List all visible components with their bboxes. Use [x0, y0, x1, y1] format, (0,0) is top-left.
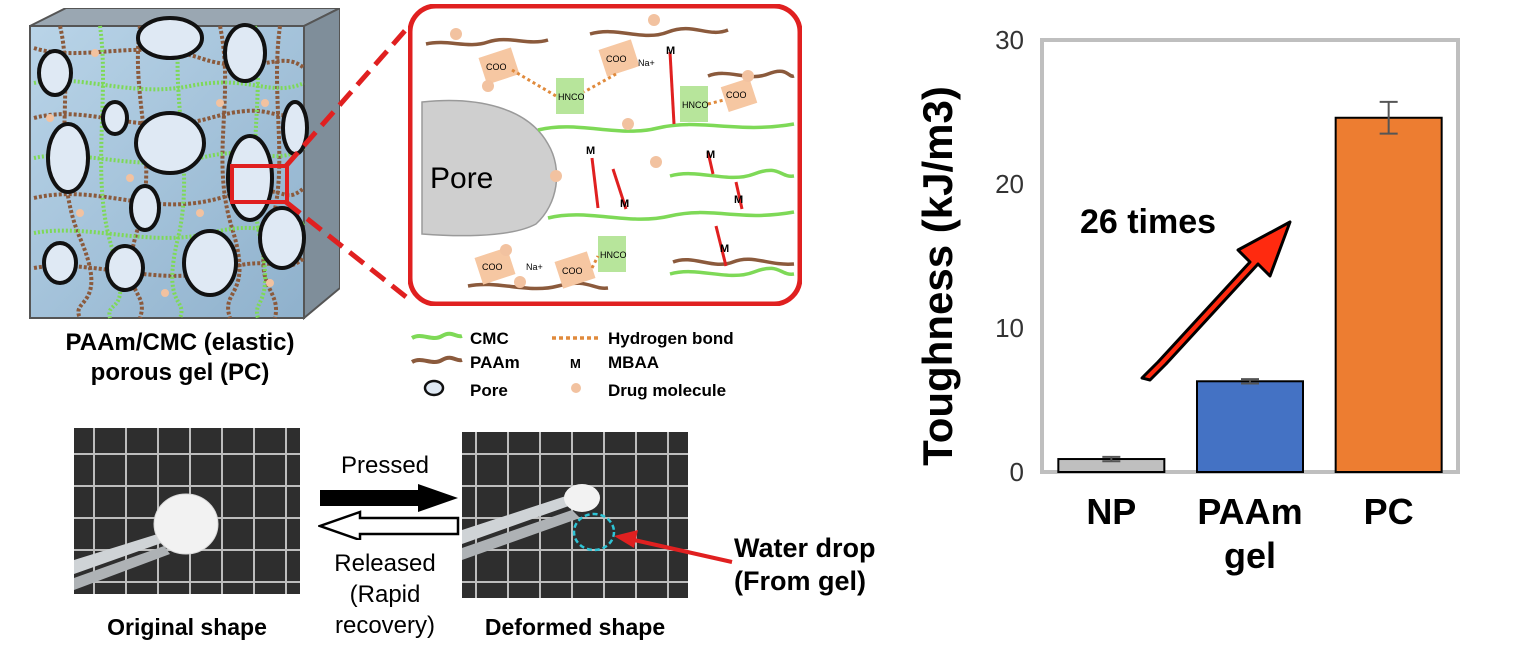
legend-mbaa-symbol: M: [570, 356, 581, 371]
cmc-legend-swatch: [410, 331, 463, 340]
legend-cmc: CMC: [470, 329, 509, 348]
gel-caption-line1: PAAm/CMC (elastic): [65, 329, 295, 356]
porous-gel-cube: [29, 8, 340, 321]
sodium-label: Na+: [638, 58, 655, 68]
deformed-shape-caption: Deformed shape: [484, 614, 666, 640]
released-label-line2: (Rapid: [349, 581, 421, 608]
water-drop-label-line1: Water drop: [734, 533, 876, 563]
pore-icon: [37, 16, 309, 297]
released-arrow-icon: [318, 510, 460, 540]
legend-pore: Pore: [470, 381, 508, 400]
x-tick-label: NP: [1086, 491, 1136, 532]
fold-increase-annotation: 26 times: [1080, 203, 1216, 241]
legend: CMC PAAm Pore Hydrogen bond M MBAA Drug …: [410, 329, 734, 400]
carboxyl-label: COO: [486, 62, 507, 72]
amide-label: HNCO: [682, 100, 709, 110]
original-shape-photo: [74, 428, 300, 594]
molecular-detail-panel: Pore M M M M M M C: [408, 4, 802, 306]
amide-label: HNCO: [600, 250, 627, 260]
mbaa-label: M: [586, 145, 595, 157]
water-drop-arrow-icon: [614, 530, 733, 564]
zoom-lines: [284, 23, 412, 302]
mbaa-label: M: [706, 149, 715, 161]
gel-caption-line2: porous gel (PC): [90, 359, 270, 386]
legend-drug: Drug molecule: [608, 381, 726, 400]
pressed-arrow-icon: [320, 484, 458, 512]
legend-hbond: Hydrogen bond: [608, 329, 734, 348]
y-tick-label: 30: [995, 25, 1024, 55]
legend-paam: PAAm: [470, 353, 520, 372]
y-tick-label: 10: [995, 313, 1024, 343]
bar: [1334, 116, 1443, 473]
amide-label: HNCO: [558, 92, 585, 102]
y-tick-label: 20: [995, 169, 1024, 199]
x-tick-label: gel: [1224, 535, 1276, 576]
carboxyl-label: COO: [606, 54, 627, 64]
mbaa-label: M: [734, 194, 743, 206]
released-label-line1: Released: [334, 550, 436, 577]
y-tick-label: 0: [1010, 457, 1024, 487]
deformed-shape-photo: [462, 432, 688, 598]
paam-legend-swatch: [410, 355, 463, 364]
released-label-line3: recovery): [334, 612, 436, 639]
carboxyl-label: COO: [726, 90, 747, 100]
sodium-label: Na+: [526, 262, 543, 272]
x-tick-label: PAAm: [1197, 491, 1302, 532]
pore-label: Pore: [430, 162, 493, 195]
x-tick-label: PC: [1364, 491, 1414, 532]
drug-molecule-icon: [46, 49, 274, 297]
y-axis-label: Toughness (kJ/m3): [914, 86, 961, 466]
original-shape-caption: Original shape: [107, 614, 267, 640]
pore-legend-icon: [423, 379, 445, 397]
mbaa-label: M: [620, 198, 629, 210]
equilibrium-arrows: [318, 484, 460, 540]
pressed-label: Pressed: [340, 452, 430, 479]
mbaa-label: M: [666, 45, 675, 57]
bar: [1196, 380, 1304, 473]
carboxyl-label: COO: [562, 266, 583, 276]
water-drop-label-line2: (From gel): [734, 566, 866, 596]
carboxyl-label: COO: [482, 262, 503, 272]
drug-legend-icon: [571, 383, 581, 393]
legend-mbaa: MBAA: [608, 353, 659, 372]
mbaa-label: M: [720, 243, 729, 255]
increase-arrow-icon: [1140, 220, 1292, 382]
